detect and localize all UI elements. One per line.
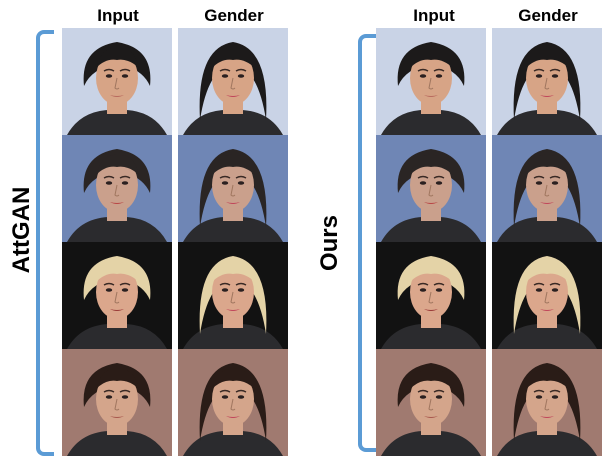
face-image-row2-gender xyxy=(178,135,288,242)
image-grid-attgan xyxy=(62,28,288,456)
face-image-row3-input xyxy=(376,242,486,349)
face-image-row2-gender xyxy=(492,135,602,242)
method-label-ours: Ours xyxy=(316,215,343,272)
ours-panel: Input Gender Ours xyxy=(316,0,603,459)
face-image-row2-input xyxy=(62,135,172,242)
face-image-row1-gender xyxy=(492,28,602,135)
column-header-input: Input xyxy=(413,6,455,25)
column-header-gender: Gender xyxy=(518,6,578,25)
face-image-row4-gender xyxy=(492,349,602,456)
face-image-row1-input xyxy=(376,28,486,135)
bracket-divider xyxy=(36,30,54,456)
method-label-attgan: AttGAN xyxy=(8,186,35,274)
face-image-row3-input xyxy=(62,242,172,349)
bracket-divider xyxy=(358,34,376,452)
face-image-row3-gender xyxy=(178,242,288,349)
face-image-row2-input xyxy=(376,135,486,242)
face-image-row1-input xyxy=(62,28,172,135)
face-image-row3-gender xyxy=(492,242,602,349)
column-header-input: Input xyxy=(97,6,139,25)
attgan-panel: Input Gender AttGAN xyxy=(0,0,290,459)
face-image-row4-gender xyxy=(178,349,288,456)
column-header-gender: Gender xyxy=(204,6,264,25)
face-image-row1-gender xyxy=(178,28,288,135)
face-image-row4-input xyxy=(62,349,172,456)
image-grid-ours xyxy=(376,28,602,456)
face-image-row4-input xyxy=(376,349,486,456)
